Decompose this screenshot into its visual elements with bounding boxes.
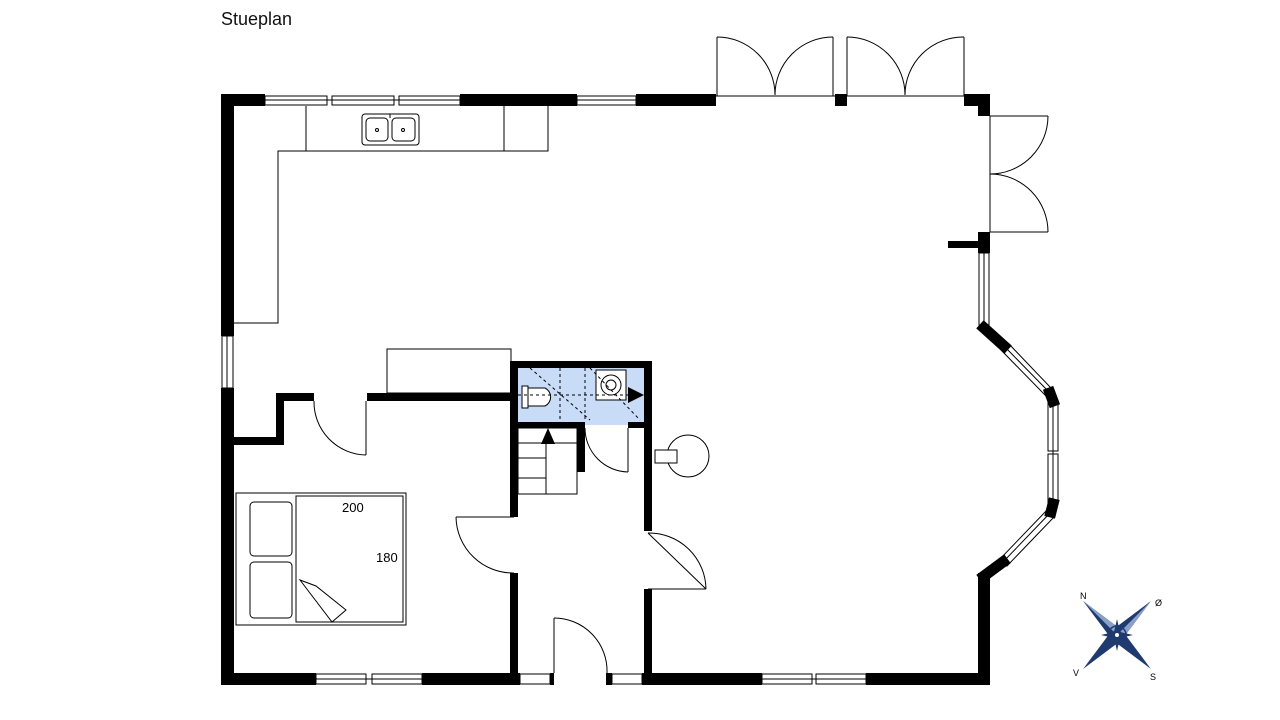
bed-length-label: 200 <box>342 500 364 515</box>
compass-rose <box>1083 601 1151 669</box>
exterior-walls <box>221 94 990 685</box>
window-lines <box>226 99 1054 680</box>
interior-walls <box>231 361 652 685</box>
bathroom-fixtures <box>518 367 644 422</box>
doors <box>313 36 1049 674</box>
wood-stove <box>654 434 710 478</box>
compass-north-label: N <box>1080 591 1087 601</box>
compass-west-label: V <box>1073 668 1079 678</box>
double-bed <box>235 492 407 626</box>
diagonal-windows <box>999 342 1056 567</box>
diagonal-walls <box>976 320 1061 584</box>
kitchen-sink <box>361 113 420 146</box>
sideboard <box>386 348 512 394</box>
compass-east-label: Ø <box>1155 598 1162 608</box>
plan-title: Stueplan <box>221 9 293 29</box>
diagonal-window-lines <box>1002 345 1052 563</box>
bed-width-label: 180 <box>376 550 398 565</box>
compass-south-label: S <box>1150 672 1156 682</box>
bathroom-arrow-icon <box>628 387 644 403</box>
kitchen-counter <box>234 106 549 324</box>
stair-arrow-icon <box>541 428 555 444</box>
